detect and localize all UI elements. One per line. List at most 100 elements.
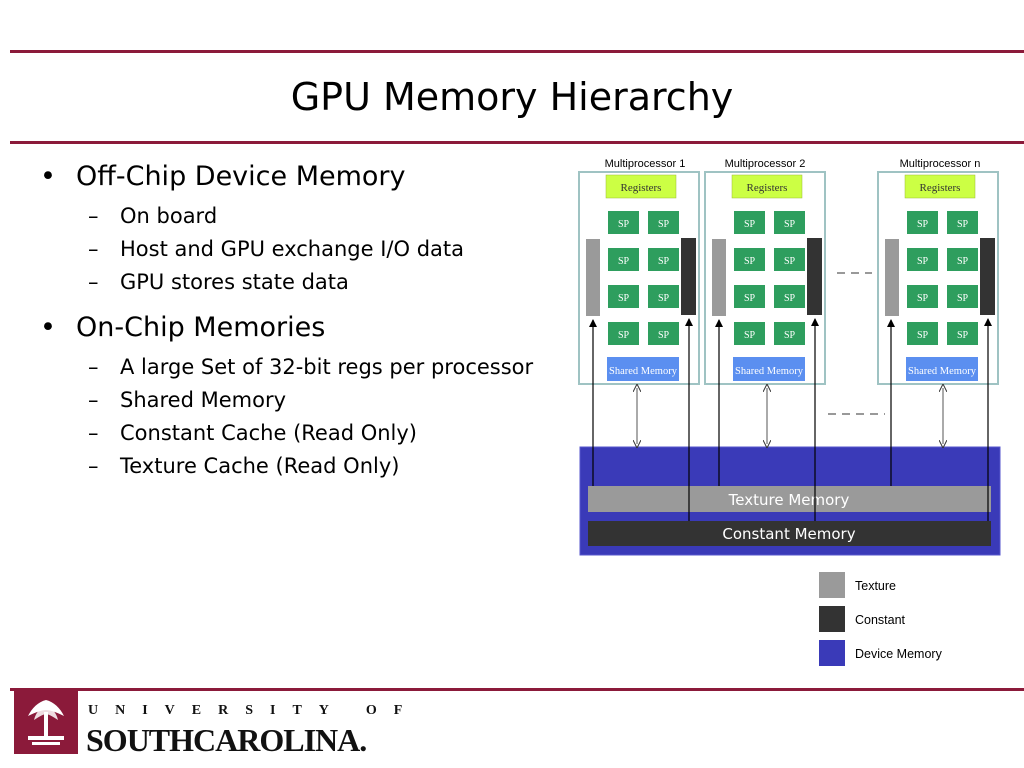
shared-memory-block <box>607 357 679 381</box>
sp-block <box>774 248 805 271</box>
legend-label: Texture <box>855 579 896 593</box>
bullet-text: Off-Chip Device Memory <box>76 161 406 192</box>
sp-label: SP <box>744 293 756 304</box>
sp-label: SP <box>618 330 630 341</box>
sp-block <box>907 322 938 345</box>
bullet-item: •Off-Chip Device Memory <box>40 161 406 192</box>
constant-cache-bar <box>807 238 822 315</box>
palmetto-icon <box>28 700 64 745</box>
wordmark-university-of: UNIVERSITY OF <box>88 703 420 718</box>
sp-label: SP <box>917 256 929 267</box>
constant-memory-label: Constant Memory <box>722 525 855 543</box>
sp-label: SP <box>744 330 756 341</box>
sp-block <box>648 322 679 345</box>
registers-label: Registers <box>920 182 961 194</box>
sp-block <box>608 211 639 234</box>
sp-block <box>734 248 765 271</box>
texture-cache-bar <box>885 239 899 316</box>
registers-block <box>605 174 677 199</box>
shared-memory-label: Shared Memory <box>609 366 678 377</box>
sp-block <box>774 285 805 308</box>
slide-title: GPU Memory Hierarchy <box>290 75 734 119</box>
bullet-list: •Off-Chip Device Memory –On board –Host … <box>36 158 596 493</box>
sp-block <box>907 285 938 308</box>
sp-label: SP <box>658 256 670 267</box>
sp-label: SP <box>917 293 929 304</box>
bullet-group-on-chip: •On-Chip Memories –A large Set of 32-bit… <box>36 309 596 483</box>
sub-bullet-text: Shared Memory <box>120 388 287 412</box>
sp-block <box>947 211 978 234</box>
constant-cache-bar <box>980 238 995 315</box>
wordmark-south-carolina: SOUTHCAROLINA. <box>86 722 367 758</box>
sub-bullet-item: –On board <box>88 204 218 228</box>
shared-memory-label: Shared Memory <box>908 366 977 377</box>
constant-cache-bar <box>681 238 696 315</box>
legend-label: Device Memory <box>855 647 943 661</box>
bullet-text: On-Chip Memories <box>76 312 326 343</box>
sp-label: SP <box>957 293 969 304</box>
sp-block <box>648 285 679 308</box>
sp-label: SP <box>658 293 670 304</box>
sp-label: SP <box>618 256 630 267</box>
constant-memory-block <box>588 521 991 546</box>
footer-rule <box>10 688 1024 691</box>
arrow-layer <box>589 318 992 521</box>
sub-bullet-text: Host and GPU exchange I/O data <box>120 237 464 261</box>
bullet-group-off-chip: •Off-Chip Device Memory –On board –Host … <box>36 158 596 299</box>
texture-memory-label: Texture Memory <box>728 491 850 509</box>
sp-label: SP <box>618 293 630 304</box>
sp-label: SP <box>957 330 969 341</box>
sub-bullet-item: –GPU stores state data <box>88 270 349 294</box>
multiprocessor-label: Multiprocessor 1 <box>605 158 686 170</box>
multiprocessor-label: Multiprocessor n <box>900 158 981 170</box>
sub-bullet-item: –A large Set of 32-bit regs per processo… <box>88 355 534 379</box>
top-rule <box>10 50 1024 53</box>
university-seal-logo <box>14 690 78 754</box>
multiprocessor-label: Multiprocessor 2 <box>725 158 806 170</box>
sub-bullet-text: Constant Cache (Read Only) <box>120 421 417 445</box>
sp-block <box>608 248 639 271</box>
sp-block <box>907 248 938 271</box>
shared-memory-block <box>906 357 978 381</box>
sp-block <box>648 248 679 271</box>
shared-memory-block <box>733 357 805 381</box>
sp-label: SP <box>784 330 796 341</box>
texture-cache-bar <box>586 239 600 316</box>
sp-label: SP <box>784 219 796 230</box>
sub-bullet-item: –Texture Cache (Read Only) <box>88 454 400 478</box>
title-underline-rule <box>10 141 1024 144</box>
sub-bullet-item: –Constant Cache (Read Only) <box>88 421 417 445</box>
legend-swatch <box>819 606 845 632</box>
sp-label: SP <box>744 256 756 267</box>
sp-label: SP <box>658 330 670 341</box>
sub-bullet-item: –Shared Memory <box>88 388 287 412</box>
registers-label: Registers <box>747 182 788 194</box>
sub-bullet-item: –Host and GPU exchange I/O data <box>88 237 464 261</box>
sub-bullet-text: Texture Cache (Read Only) <box>120 454 400 478</box>
sp-block <box>774 322 805 345</box>
texture-cache-bar <box>712 239 726 316</box>
sp-block <box>734 322 765 345</box>
sp-label: SP <box>744 219 756 230</box>
legend-swatch <box>819 640 845 666</box>
sp-label: SP <box>618 219 630 230</box>
registers-block <box>731 174 803 199</box>
bullet-item: •On-Chip Memories <box>40 312 326 343</box>
sp-block <box>734 211 765 234</box>
sp-label: SP <box>957 219 969 230</box>
sp-block <box>774 211 805 234</box>
sp-block <box>947 322 978 345</box>
registers-block <box>904 174 976 199</box>
legend-swatch <box>819 572 845 598</box>
sp-block <box>907 211 938 234</box>
sp-label: SP <box>917 330 929 341</box>
sp-label: SP <box>917 219 929 230</box>
sp-block <box>734 285 765 308</box>
sp-label: SP <box>658 219 670 230</box>
sp-block <box>947 285 978 308</box>
